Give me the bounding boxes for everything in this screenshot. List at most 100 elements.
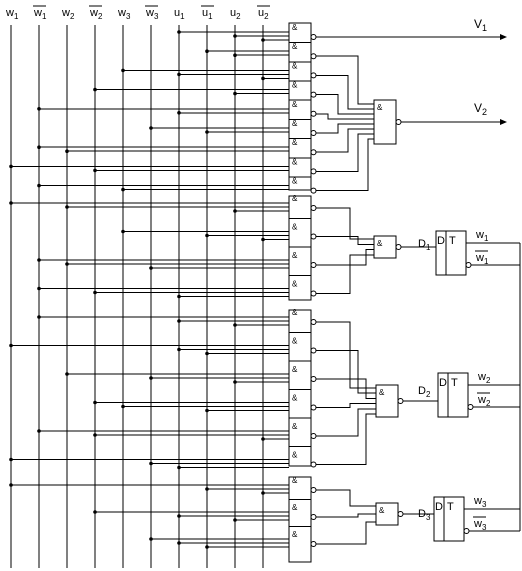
junction-dot — [121, 404, 125, 409]
inverting-bubble — [467, 404, 474, 410]
wires — [11, 31, 521, 548]
junction-dot — [93, 168, 97, 173]
gate-and-symbol: & — [292, 157, 298, 166]
gate-and-symbol: & — [379, 506, 385, 515]
inverting-bubble — [310, 130, 317, 136]
gate-array-4 — [288, 476, 312, 563]
gate-and-symbol: & — [292, 177, 298, 186]
junction-dot — [233, 209, 237, 213]
inverting-bubble — [310, 91, 317, 98]
gate-array-1 — [288, 22, 312, 191]
inverting-bubble — [310, 149, 317, 156]
gate-and-symbol: & — [292, 23, 298, 32]
arrow-head — [500, 119, 507, 125]
gate-array-3 — [288, 309, 312, 467]
wire-to-d-gate — [316, 408, 376, 437]
junction-dot — [177, 294, 181, 299]
junction-dot — [205, 408, 209, 413]
gate-and-symbol: & — [292, 81, 298, 90]
junction-dot — [233, 53, 237, 57]
qn-label-2: w2 — [477, 394, 491, 408]
input-label-w3: w3 — [117, 7, 131, 21]
input-label-w3-bar: w3 — [145, 7, 159, 21]
input-label-w2: w2 — [61, 7, 75, 21]
inverting-bubble — [310, 110, 317, 117]
inverting-bubble — [310, 404, 317, 411]
junction-dot — [177, 347, 181, 352]
flip-flop-3 — [433, 496, 465, 542]
inverting-bubble — [310, 347, 317, 354]
junction-dot — [177, 465, 181, 470]
gate-and-symbol: & — [292, 223, 298, 232]
junction-dot — [65, 149, 69, 153]
inverting-bubble — [310, 262, 317, 268]
inverting-bubble — [310, 514, 317, 520]
inverting-bubble — [310, 53, 317, 60]
junction-dot — [149, 266, 153, 270]
junction-dot — [65, 205, 69, 209]
gate-and-symbol: & — [292, 337, 298, 346]
junction-dot — [37, 429, 41, 433]
wire-to-d-gate — [316, 489, 376, 507]
input-label-u2: u2 — [230, 7, 241, 21]
junction-dot — [149, 537, 153, 541]
wire-to-v2 — [316, 113, 374, 120]
input-label-u1: u1 — [174, 7, 185, 21]
input-label-w1-bar: w1 — [33, 7, 47, 21]
inverting-bubble — [310, 319, 317, 325]
junction-dot — [121, 187, 125, 192]
d-label-1: D1 — [418, 238, 431, 252]
junction-dot — [233, 380, 237, 384]
wire-to-v2 — [316, 94, 374, 115]
gate-and-symbol: & — [292, 100, 298, 109]
gate-and-symbol: & — [377, 239, 383, 248]
gate-and-symbol: & — [292, 394, 298, 403]
junction-dot — [121, 68, 125, 73]
junction-dot — [205, 49, 209, 53]
inverting-bubble — [310, 34, 317, 40]
gate-and-symbol: & — [292, 308, 298, 317]
gate-and-symbol: & — [292, 119, 298, 128]
gate-and-symbol: & — [292, 365, 298, 374]
inverting-bubble — [397, 511, 404, 517]
gate-and-symbol: & — [292, 138, 298, 147]
junction-dot — [205, 545, 209, 549]
junction-dot — [177, 541, 181, 545]
junction-dot — [93, 87, 97, 92]
arrow-head — [500, 34, 507, 40]
inverting-bubble — [310, 487, 317, 493]
wire-to-v2 — [316, 133, 374, 172]
junction-dot — [261, 237, 265, 242]
junction-dot — [233, 91, 237, 96]
wire-to-v2 — [316, 128, 374, 153]
inverting-bubble — [310, 461, 317, 468]
wire-to-d-gate — [316, 513, 376, 518]
gate-and-symbol: & — [292, 503, 298, 512]
junction-dot — [9, 201, 13, 205]
junction-dot — [37, 286, 41, 291]
junction-dot — [177, 319, 181, 323]
gate-and-symbol: & — [379, 388, 385, 397]
wire-to-v2 — [316, 74, 374, 110]
flip-flop-t-pin: T — [451, 377, 458, 389]
wire-to-d-gate — [316, 413, 376, 465]
junction-dot — [177, 111, 181, 115]
junction-dot — [233, 518, 237, 522]
junction-dot — [121, 229, 125, 234]
junction-dot — [93, 290, 97, 295]
wire-to-d-gate — [316, 249, 374, 266]
inverting-bubble — [395, 119, 402, 125]
wire-to-d-gate — [316, 350, 376, 394]
d-label-3: D3 — [418, 508, 431, 522]
junction-dot — [177, 514, 181, 518]
junction-dot — [177, 72, 181, 77]
qn-label-1: w1 — [475, 252, 489, 266]
flip-flop-d-pin: D — [437, 235, 445, 247]
inverting-bubble — [310, 168, 317, 175]
inverting-bubble — [463, 528, 470, 534]
gate-and-symbol: & — [292, 451, 298, 460]
inverting-bubble — [465, 262, 472, 268]
